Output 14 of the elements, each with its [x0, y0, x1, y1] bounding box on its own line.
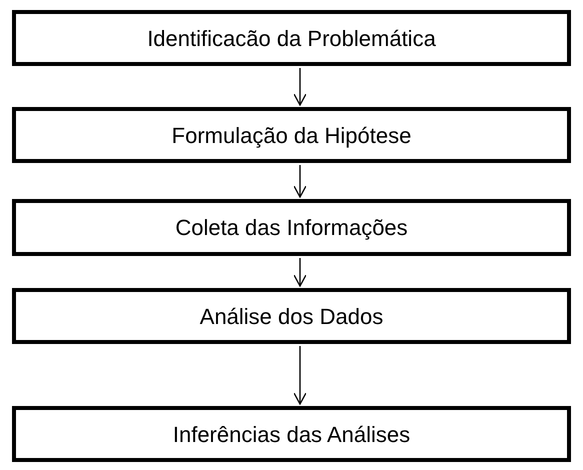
process-box: [12, 288, 571, 344]
process-box: [12, 406, 571, 462]
step-label: Inferências das Análises: [172, 420, 410, 448]
process-box: [12, 10, 571, 66]
process-box: [12, 199, 571, 256]
arrow: [293, 68, 307, 106]
process-box: [12, 107, 571, 163]
step-label: Formulação da Hipótese: [172, 122, 412, 150]
step-label: Análise dos Dados: [200, 302, 384, 330]
arrow: [293, 165, 307, 198]
step-label: Coleta das Informações: [175, 214, 408, 242]
step-label: Identificacão da Problemática: [147, 24, 436, 52]
arrow: [293, 346, 307, 405]
arrow: [293, 258, 307, 287]
